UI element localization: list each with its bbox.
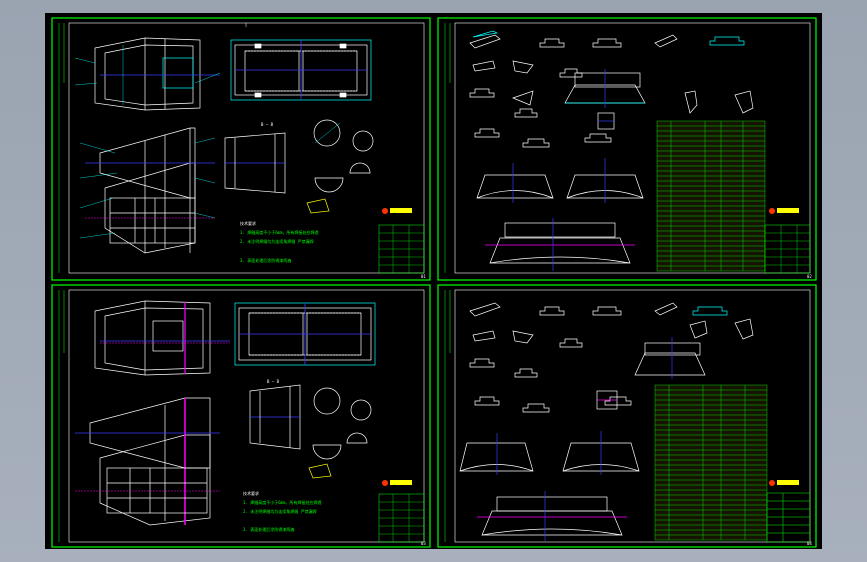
sheet-top-right[interactable] (437, 17, 817, 281)
detail-circles-2[interactable] (308, 387, 372, 479)
title-block-br (766, 492, 811, 543)
cad-drawing-canvas[interactable]: B — B 技术要求 1. 焊缝高度不小于6mm，所有焊接处应焊透 2. 未注明… (45, 13, 822, 549)
profile-view-bottom-wide-2[interactable] (477, 491, 627, 541)
notes-line-1: 1. 焊缝高度不小于6mm，所有焊接处应焊透 (240, 229, 318, 235)
profile-view-bottom-wide[interactable] (485, 218, 635, 271)
plan-view-top-2[interactable] (234, 302, 376, 366)
isometric-view-upper-2[interactable] (94, 300, 230, 376)
isometric-view-lower-2[interactable] (75, 397, 220, 526)
notes-block: 技术要求 1. 焊缝高度不小于6mm，所有焊接处应焊透 2. 未注明焊缝均为连续… (240, 220, 318, 263)
section-view-bb-2[interactable]: B — B (249, 379, 301, 450)
page-tag: 02 (807, 274, 812, 279)
notes-line-3: 3. 表面处理后涂防锈漆两遍 (243, 526, 294, 532)
page-tag: 01 (421, 274, 426, 279)
company-logo-icon (769, 480, 799, 486)
title-block (378, 224, 425, 274)
company-logo-icon (382, 208, 412, 214)
leader-lines (74, 57, 221, 239)
parts-list-table[interactable] (656, 120, 766, 272)
isometric-view-lower[interactable] (85, 127, 215, 254)
title-block (764, 224, 811, 274)
profile-views-top[interactable] (476, 69, 754, 203)
page-tag: 04 (807, 541, 812, 546)
drawing-sheets: B — B 技术要求 1. 焊缝高度不小于6mm，所有焊接处应焊透 2. 未注明… (51, 17, 817, 548)
notes-block-2: 技术要求 1. 焊缝高度不小于6mm，所有焊接处应焊透 2. 未注明焊缝均为连续… (243, 490, 321, 532)
detail-circles[interactable] (306, 119, 374, 214)
notes-heading: 技术要求 (243, 490, 259, 496)
notes-line-2: 2. 未注明焊缝均为连续角焊缝 严禁漏焊 (243, 508, 317, 514)
plan-view-top[interactable] (230, 39, 372, 101)
part-details-bottom[interactable] (469, 302, 754, 413)
notes-line-1: 1. 焊缝高度不小于6mm，所有焊接处应焊透 (243, 499, 321, 505)
notes-line-3: 3. 表面处理后涂防锈漆两遍 (240, 257, 291, 263)
sheet-bottom-right[interactable] (437, 284, 817, 548)
page-tag: 03 (421, 541, 426, 546)
profile-views-bottom[interactable] (459, 337, 706, 475)
notes-heading: 技术要求 (240, 220, 256, 226)
section-view-bb[interactable]: B — B (224, 122, 286, 194)
parts-list-table-2[interactable] (654, 384, 768, 541)
company-logo-icon (769, 208, 799, 214)
sheet-top-left[interactable] (51, 17, 431, 281)
isometric-view-upper[interactable] (94, 37, 220, 111)
company-logo-icon (382, 480, 412, 486)
section-label: B — B (267, 379, 280, 384)
sheet-bottom-left[interactable] (51, 284, 431, 548)
title-block (378, 493, 425, 543)
section-label: B — B (261, 122, 274, 127)
notes-line-2: 2. 未注明焊缝均为连续角焊缝 严禁漏焊 (240, 238, 314, 244)
